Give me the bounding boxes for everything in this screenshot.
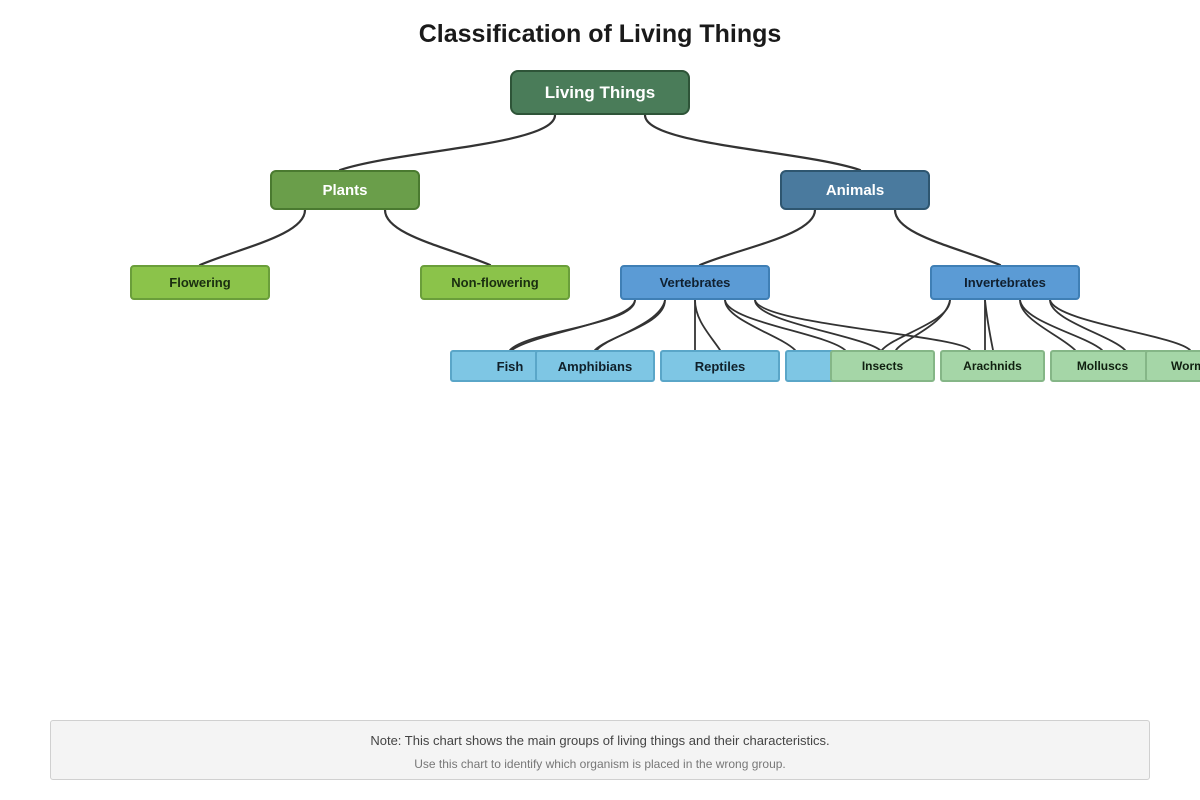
edge-vertebrates-fish-b (511, 299, 636, 351)
node-arachnids: Arachnids (940, 350, 1045, 382)
node-label: Worms (1171, 359, 1200, 373)
node-label: Molluscs (1076, 359, 1129, 373)
node-label: Plants (322, 181, 368, 199)
edge-root-plants (338, 113, 557, 172)
edge-vertebrates-arachnids (754, 299, 971, 351)
node-molluscs: Molluscs (1050, 350, 1155, 382)
node-living-things: Living Things (510, 70, 690, 115)
node-insects: Insects (830, 350, 935, 382)
node-label: Reptiles (694, 358, 746, 374)
node-amphibians: Amphibians (535, 350, 655, 382)
edge-animals-invertebrates (893, 208, 1002, 267)
diagram-title: Classification of Living Things (418, 20, 782, 48)
node-plants: Plants (270, 170, 420, 210)
note-text: Note: This chart shows the main groups o… (370, 733, 830, 748)
edge-invertebrates-insects-b (895, 299, 951, 351)
edge-invertebrates-molluscs-a (1019, 299, 1076, 351)
edge-vertebrates-birds-b (724, 299, 846, 351)
edge-animals-vertebrates (698, 208, 817, 267)
edge-plants-flowering (198, 208, 307, 267)
edge-root-animals (643, 113, 862, 172)
edge-vertebrates-insects (754, 299, 881, 351)
edge-invertebrates-molluscs-b (1019, 299, 1103, 351)
node-label: Flowering (169, 275, 231, 290)
node-flowering: Flowering (130, 265, 270, 300)
node-worms: Worms (1145, 350, 1200, 382)
edge-vertebrates-reptiles-b (694, 299, 721, 351)
note-instruction: Use this chart to identify which organis… (414, 757, 786, 771)
node-label: Animals (825, 181, 885, 199)
node-label: Non-flowering (451, 275, 539, 290)
edge-vertebrates-amphibians-b (596, 299, 666, 351)
edge-invertebrates-insects-a (881, 299, 951, 351)
node-label: Invertebrates (964, 275, 1046, 290)
edge-invertebrates-worms-b (1049, 299, 1191, 351)
edge-plants-nonflowering (383, 208, 492, 267)
node-animals: Animals (780, 170, 930, 210)
node-reptiles: Reptiles (660, 350, 780, 382)
node-label: Living Things (544, 82, 656, 102)
node-invertebrates: Invertebrates (930, 265, 1080, 300)
note-box: Note: This chart shows the main groups o… (50, 720, 1150, 780)
node-label: Insects (861, 359, 904, 373)
edge-invertebrates-arachnids-b (984, 299, 994, 351)
edge-vertebrates-birds-a (724, 299, 796, 351)
node-label: Arachnids (963, 359, 1022, 373)
node-label: Amphibians (557, 358, 633, 374)
node-label: Fish (496, 358, 524, 374)
node-non-flowering: Non-flowering (420, 265, 570, 300)
node-label: Vertebrates (659, 275, 731, 290)
edge-invertebrates-worms-a (1049, 299, 1126, 351)
node-vertebrates: Vertebrates (620, 265, 770, 300)
